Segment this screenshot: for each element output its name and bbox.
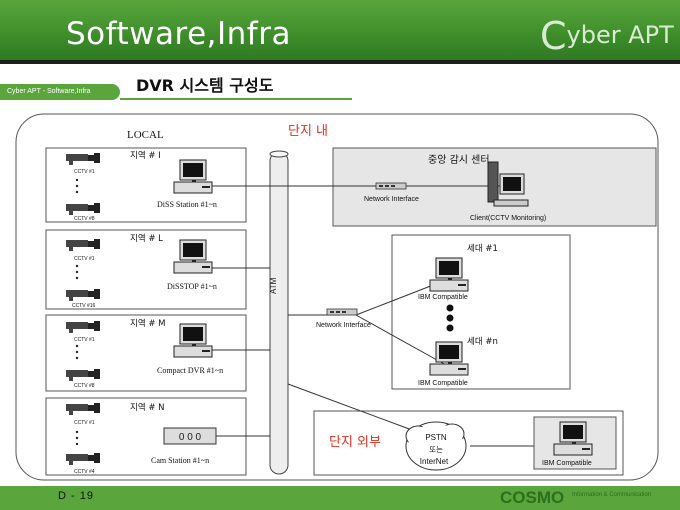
cctv-camera-icon [66, 289, 100, 301]
zone-box-i [45, 147, 247, 223]
footer-bar [0, 486, 680, 510]
network-interface-icon [326, 308, 358, 316]
header-divider [0, 60, 680, 64]
household-pc-icon [429, 257, 469, 292]
external-box [313, 410, 624, 476]
cctv-label: CCTV #16 [72, 303, 96, 309]
dvr-station-icon [173, 323, 213, 358]
household-title: 세대 #n [467, 337, 498, 347]
central-title: 중앙 감시 센터 [428, 154, 490, 166]
cam-station-icon [163, 427, 217, 445]
cctv-camera-icon [66, 321, 100, 333]
household-title: 세대 #1 [467, 244, 498, 254]
remote-pc-label: IBM Compatible [542, 460, 592, 467]
cctv-camera-icon [66, 203, 100, 215]
household-network-label: Network Interface [316, 322, 371, 329]
cctv-label: CCTV #1 [74, 337, 95, 343]
local-label: LOCAL [127, 129, 164, 141]
link-atm-pstn [287, 383, 413, 431]
central-network-label: Network Interface [364, 196, 419, 203]
device-label: Cam Station #1~n [151, 456, 209, 465]
pstn-cloud-icon [405, 421, 467, 471]
cam-station-display: 0 0 0 [179, 432, 202, 443]
device-label: Compact DVR #1~n [157, 366, 223, 375]
zone-title: 지역 # M [130, 318, 166, 329]
cctv-camera-icon [66, 453, 100, 465]
atm-label: ATM [269, 277, 278, 294]
page-number: D - 19 [58, 490, 94, 502]
atm-backbone [269, 151, 289, 475]
zone-title: 지역 # I [130, 150, 161, 161]
brand-logo: Cyber APT [540, 14, 674, 58]
cctv-camera-icon [66, 239, 100, 251]
section-tab: Cyber APT - Software,Infra [0, 84, 120, 100]
pstn-label: InterNet [420, 457, 449, 466]
cctv-label: CCTV #8 [74, 383, 95, 389]
cctv-label: CCTV #1 [74, 169, 95, 175]
pstn-label: 또는 [429, 445, 443, 454]
company-logo: COSMO [500, 488, 565, 507]
zone-title: 지역 # N [130, 402, 165, 413]
client-pc-icon [487, 161, 529, 207]
remote-pc-icon [553, 421, 593, 456]
household-pc-icon [429, 341, 469, 376]
pstn-label: PSTN [425, 433, 447, 442]
zone-title: 지역 # L [130, 233, 163, 244]
household-box [391, 234, 571, 390]
inner-complex-label: 단지 내 [288, 124, 328, 139]
cctv-label: CCTV #4 [74, 469, 95, 475]
cctv-camera-icon [66, 369, 100, 381]
brand-rest: yber APT [566, 21, 674, 49]
slide-title: DVR 시스템 구성도 [136, 76, 274, 95]
cctv-label: CCTV #1 [74, 256, 95, 262]
network-interface-icon [375, 182, 407, 190]
header-title: Software,Infra [66, 16, 291, 52]
device-label: DiSSTOP #1~n [167, 282, 217, 291]
device-label: DiSS Station #1~n [157, 200, 217, 209]
cctv-camera-icon [66, 403, 100, 415]
client-label: Client(CCTV Monitoring) [470, 215, 546, 222]
cctv-camera-icon [66, 153, 100, 165]
link-nic-household-n [355, 314, 447, 366]
outer-complex-label: 단지 외부 [329, 435, 381, 450]
dvr-station-icon [173, 239, 213, 274]
household-pc-label: IBM Compatible [418, 380, 468, 387]
dvr-station-icon [173, 159, 213, 194]
zone-box-m [45, 314, 247, 392]
header-bar [0, 0, 680, 60]
section-rule [120, 98, 352, 100]
cctv-label: CCTV #1 [74, 420, 95, 426]
outer-frame [15, 113, 659, 481]
household-pc-label: IBM Compatible [418, 294, 468, 301]
zone-box-l [45, 229, 247, 310]
brand-initial: C [540, 14, 567, 58]
company-subtitle: Information & Communication [572, 492, 652, 498]
cctv-label: CCTV #8 [74, 216, 95, 222]
